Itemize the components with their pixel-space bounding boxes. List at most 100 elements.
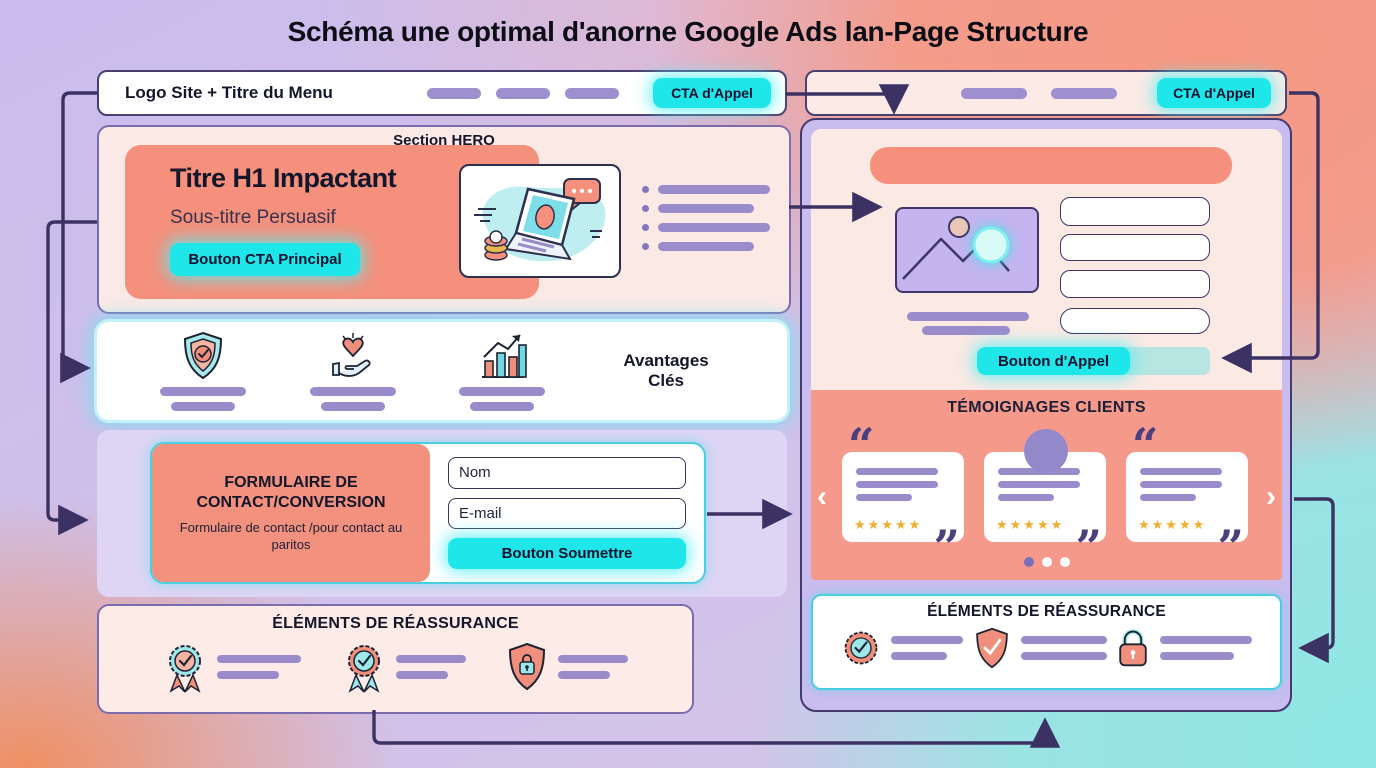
shield-check-icon [184, 331, 223, 380]
text-line [459, 387, 546, 396]
hero-section-label: Section HERO [393, 132, 495, 149]
text-line [856, 481, 938, 488]
text-line [998, 481, 1080, 488]
text-line [320, 402, 385, 411]
reassurance-title: ÉLÉMENTS DE RÉASSURANCE [272, 615, 519, 632]
text-line [856, 494, 912, 501]
hero-section: Section HERO Titre H1 Impactant Sous-tit… [97, 125, 791, 314]
badge-check-icon [169, 645, 202, 693]
right-header-cta-button[interactable]: CTA d'Appel [1157, 78, 1271, 108]
benefit-item [160, 331, 247, 411]
padlock-icon [1119, 629, 1147, 667]
carousel-dots [811, 557, 1282, 567]
text-line [557, 671, 610, 679]
text-line [890, 652, 947, 660]
form-subtitle: Formulaire de contact /pour contact au p… [179, 520, 403, 552]
form-fields: Bouton Soumettre [430, 444, 704, 582]
carousel-dot[interactable] [1059, 557, 1070, 567]
page-title: Schéma une optimal d'anorne Google Ads l… [287, 16, 1089, 47]
form-field[interactable] [1060, 308, 1210, 334]
reassurance-item [841, 628, 963, 668]
text-line [1160, 652, 1235, 660]
hero-bullet-list [642, 185, 770, 251]
text-line [160, 387, 247, 396]
submit-button[interactable]: Bouton Soumettre [448, 538, 686, 569]
star-rating: ★★★★★ [996, 517, 1065, 532]
shield-lock-icon [508, 642, 545, 691]
form-info-panel: FORMULAIRE DE CONTACT/CONVERSION Formula… [152, 444, 430, 582]
text-line [557, 655, 628, 663]
hand-heart-icon [331, 333, 371, 377]
testimonials-section: TÉMOIGNAGES CLIENTS “ ★★★★★ ” ★★★★★ ” “ … [811, 390, 1282, 580]
text-line [1140, 468, 1222, 475]
reassurance-item [163, 641, 302, 693]
laptop-illustration-icon [474, 178, 606, 262]
quote-close-icon: ” [1075, 520, 1102, 574]
reassurance-section-left: ÉLÉMENTS DE RÉASSURANCE [97, 604, 694, 714]
quote-open-icon: “ [1132, 418, 1159, 472]
hero-illustration [459, 164, 621, 278]
text-line [856, 468, 938, 475]
text-line [890, 636, 963, 644]
name-input[interactable] [448, 457, 686, 489]
star-rating: ★★★★★ [1138, 517, 1207, 532]
left-header-bar: Logo Site + Titre du Menu CTA d'Appel [97, 70, 787, 116]
hero-cta-button[interactable]: Bouton CTA Principal [170, 243, 360, 276]
nav-pill [565, 87, 619, 99]
hero-subtitle: Sous-titre Persuasif [170, 207, 336, 228]
header-cta-button[interactable]: CTA d'Appel [653, 78, 771, 108]
email-input[interactable] [448, 497, 686, 530]
growth-chart-icon [482, 334, 527, 378]
carousel-dot[interactable] [1023, 557, 1034, 567]
quote-close-icon: ” [1217, 520, 1244, 574]
shield-check-icon [975, 627, 1008, 669]
form-field[interactable] [1060, 234, 1210, 261]
text-line [1140, 481, 1222, 488]
call-cta-button[interactable]: Bouton d'Appel [977, 347, 1130, 375]
reassurance-section-right: ÉLÉMENTS DE RÉASSURANCE [811, 594, 1282, 690]
text-line [1020, 652, 1107, 660]
text-line [217, 655, 302, 663]
image-placeholder [895, 207, 1039, 293]
text-line [658, 204, 754, 213]
nav-pill [961, 87, 1027, 99]
bullet-dot-icon [642, 186, 649, 193]
text-line [395, 655, 466, 663]
bullet-dot-icon [642, 205, 649, 212]
carousel-prev-button[interactable]: ‹ [817, 480, 827, 513]
text-line [658, 223, 770, 232]
right-page-panel: Bouton d'Appel TÉMOIGNAGES CLIENTS “ ★★★… [800, 118, 1292, 712]
text-line [658, 185, 770, 194]
star-rating: ★★★★★ [854, 517, 923, 532]
right-header-bar: CTA d'Appel [805, 70, 1287, 116]
right-hero-area: Bouton d'Appel [811, 129, 1282, 390]
form-field[interactable] [1060, 197, 1210, 226]
testimonial-card: “ ★★★★★ ” [842, 422, 964, 570]
text-line [309, 387, 396, 396]
quote-open-icon: “ [848, 418, 875, 472]
image-icon [902, 216, 1010, 280]
text-line [1160, 636, 1253, 644]
text-line [998, 494, 1054, 501]
carousel-dot[interactable] [1041, 557, 1052, 567]
nav-pill [427, 87, 481, 99]
benefit-item [309, 331, 396, 411]
carousel-next-button[interactable]: › [1266, 480, 1276, 513]
bullet-dot-icon [642, 224, 649, 231]
form-field[interactable] [1060, 270, 1210, 298]
text-line [171, 402, 236, 411]
banner-placeholder [870, 147, 1232, 184]
text-line [1140, 494, 1196, 501]
reassurance-item [506, 642, 628, 692]
contact-form-card: FORMULAIRE DE CONTACT/CONVERSION Formula… [150, 442, 706, 584]
testimonials-title: TÉMOIGNAGES CLIENTS [947, 399, 1146, 416]
bullet-dot-icon [642, 243, 649, 250]
text-line [1020, 636, 1107, 644]
site-logo-label: Logo Site + Titre du Menu [125, 83, 333, 102]
nav-menu [427, 87, 619, 99]
text-line [922, 326, 1010, 335]
form-title: FORMULAIRE DE CONTACT/CONVERSION [196, 474, 386, 512]
reassurance-item [1116, 627, 1253, 669]
text-line [217, 671, 280, 679]
testimonial-card: “ ★★★★★ ” [1126, 422, 1248, 570]
